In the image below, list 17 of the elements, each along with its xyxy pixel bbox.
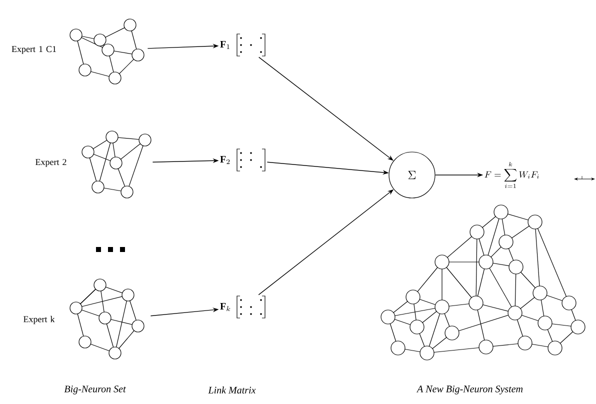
caption: Link Matrix [208, 386, 256, 394]
node-label: $\mathbf{F}_2$ [220, 156, 230, 164]
link-matrix: $\mathbf{F}_1$ [220, 34, 266, 56]
expert-label: Expert 2 [36, 159, 66, 167]
node-label: $\mathbf{F}_1$ [220, 40, 230, 50]
caption: Big-Neuron Set [64, 386, 126, 394]
link-matrix: $\mathbf{F}_k$ [220, 296, 266, 318]
network-drawing [70, 278, 144, 360]
network-drawing [70, 18, 144, 84]
link-matrix: $\mathbf{F}_2$ [220, 148, 266, 172]
caption: A New Big-Neuron System [416, 386, 523, 394]
expert-label: Expert k [24, 316, 55, 324]
node-label: $\mathbf{F}_k$ [220, 302, 230, 312]
formula: $F = \sum_{i=1}^{k} W_i F_i$ [484, 162, 539, 188]
expert-label: Expert 1 C1 [12, 46, 56, 54]
network-drawing [82, 130, 152, 198]
network-drawing [380, 204, 586, 360]
